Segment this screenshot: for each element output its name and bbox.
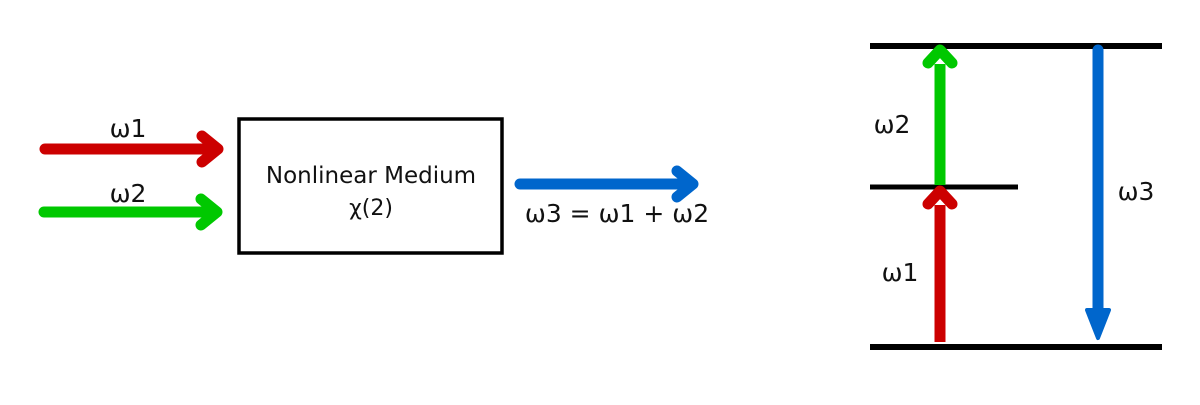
omega3-output-arrow-head bbox=[671, 165, 699, 203]
input-beam-omega2 bbox=[38, 193, 223, 231]
omega2-up-arrow-head bbox=[922, 44, 958, 69]
medium-name: Nonlinear Medium bbox=[266, 163, 476, 189]
omega1-input-arrow-head bbox=[196, 130, 224, 168]
omega2-input-arrow-head bbox=[195, 193, 223, 231]
omega1-up-arrow-head bbox=[922, 185, 958, 210]
omega3-level-label: ω3 bbox=[1118, 177, 1155, 206]
omega2-level-label: ω2 bbox=[874, 110, 911, 139]
omega1-level-label: ω1 bbox=[882, 258, 919, 287]
omega3-down-arrow-head bbox=[1085, 308, 1111, 340]
input-beam-omega1 bbox=[39, 130, 224, 168]
output-beam-omega3 bbox=[514, 165, 699, 203]
medium-susceptibility: χ(2) bbox=[349, 196, 393, 221]
nonlinear-medium-box bbox=[237, 117, 504, 255]
energy-level-diagram bbox=[870, 43, 1162, 350]
omega2-input-label: ω2 bbox=[110, 179, 147, 208]
output-frequency-equation: ω3 = ω1 + ω2 bbox=[525, 199, 709, 228]
omega1-input-label: ω1 bbox=[110, 114, 147, 143]
